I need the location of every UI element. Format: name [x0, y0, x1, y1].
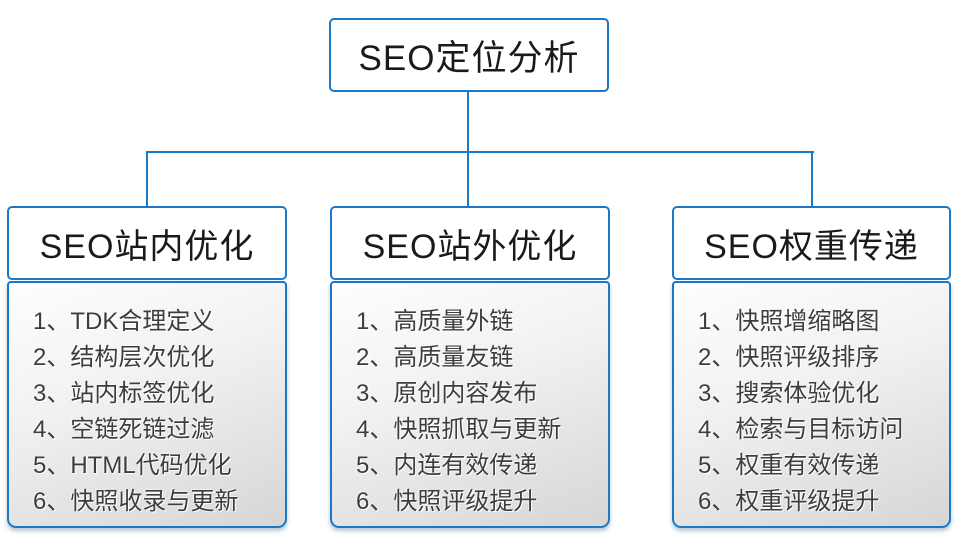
column-offsite-list: 1、高质量外链 2、高质量友链 3、原创内容发布 4、快照抓取与更新 5、内连有… — [330, 281, 610, 528]
root-node: SEO定位分析 — [329, 18, 609, 92]
list-item: 2、快照评级排序 — [698, 344, 880, 371]
root-title: SEO定位分析 — [358, 38, 580, 78]
connector-root-vertical — [467, 92, 469, 152]
list-item: 2、结构层次优化 — [33, 344, 215, 371]
column-weight-list: 1、快照增缩略图 2、快照评级排序 3、搜索体验优化 4、检索与目标访问 5、权… — [672, 281, 951, 528]
connector-drop-middle — [467, 151, 469, 206]
list-item: 3、搜索体验优化 — [698, 380, 880, 407]
column-onsite-header: SEO站内优化 — [7, 206, 287, 280]
column-offsite-header: SEO站外优化 — [330, 206, 610, 280]
list-item: 1、高质量外链 — [356, 308, 514, 335]
column-weight-header: SEO权重传递 — [672, 206, 951, 280]
list-item: 1、TDK合理定义 — [33, 308, 215, 335]
list-item: 3、原创内容发布 — [356, 380, 538, 407]
list-item: 4、空链死链过滤 — [33, 416, 215, 443]
list-item: 5、HTML代码优化 — [33, 452, 232, 479]
column-offsite-title: SEO站外优化 — [362, 227, 578, 266]
connector-horizontal — [146, 151, 814, 153]
column-onsite-list: 1、TDK合理定义 2、结构层次优化 3、站内标签优化 4、空链死链过滤 5、H… — [7, 281, 287, 528]
list-item: 6、权重评级提升 — [698, 488, 880, 515]
list-item: 5、权重有效传递 — [698, 452, 880, 479]
connector-drop-right — [811, 151, 813, 206]
column-onsite-title: SEO站内优化 — [39, 227, 255, 266]
list-item: 5、内连有效传递 — [356, 452, 538, 479]
list-item: 4、快照抓取与更新 — [356, 416, 562, 443]
connector-drop-left — [146, 151, 148, 206]
list-item: 4、检索与目标访问 — [698, 416, 904, 443]
list-item: 2、高质量友链 — [356, 344, 514, 371]
list-item: 3、站内标签优化 — [33, 380, 215, 407]
list-item: 6、快照收录与更新 — [33, 488, 239, 515]
list-item: 6、快照评级提升 — [356, 488, 538, 515]
list-item: 1、快照增缩略图 — [698, 308, 880, 335]
column-weight-title: SEO权重传递 — [704, 227, 919, 266]
